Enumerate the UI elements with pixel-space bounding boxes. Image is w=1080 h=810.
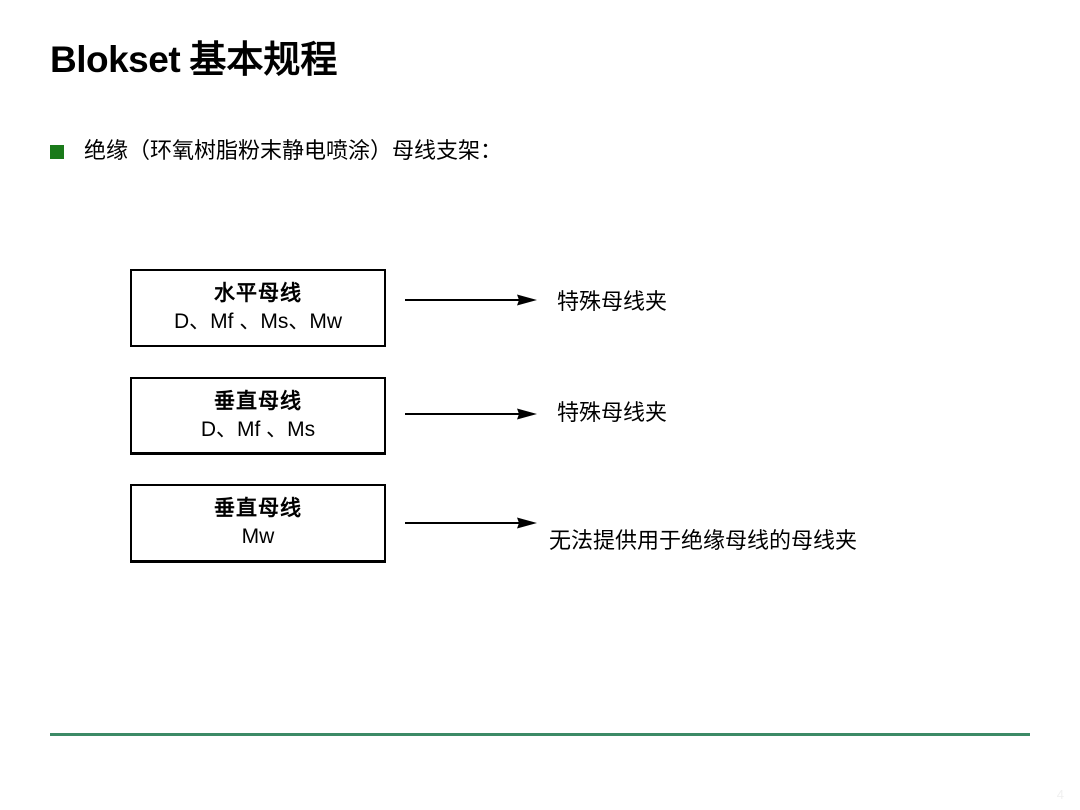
arrow-right-icon: [405, 407, 537, 421]
page-title: Blokset 基本规程: [50, 37, 337, 84]
square-bullet-icon: [50, 145, 64, 159]
footer-divider: [50, 733, 1030, 736]
flow-box-vertical-busbar-mw[interactable]: 垂直母线 Mw: [130, 484, 386, 563]
bullet-item-label: 绝缘（环氧树脂粉末静电喷涂）母线支架：: [84, 138, 503, 163]
flow-box-subtitle: Mw: [241, 525, 275, 548]
flow-label: 特殊母线夹: [557, 289, 668, 314]
flow-label: 特殊母线夹: [557, 400, 668, 425]
flow-box-horizontal-busbar[interactable]: 水平母线 D、Mf 、Ms、Mw: [130, 269, 386, 347]
flow-box-subtitle: D、Mf 、Ms、Mw: [174, 310, 342, 333]
page-title-latin: Blokset: [50, 39, 181, 80]
flow-box-vertical-busbar-dmfms[interactable]: 垂直母线 D、Mf 、Ms: [130, 377, 386, 455]
flow-box-title: 水平母线: [214, 281, 302, 305]
arrow-right-icon: [405, 293, 537, 307]
bullet-item: 绝缘（环氧树脂粉末静电喷涂）母线支架：: [50, 136, 502, 166]
arrow-right-icon: [405, 516, 537, 530]
flow-box-subtitle: D、Mf 、Ms: [200, 417, 316, 441]
flow-box-title: 垂直母线: [214, 388, 302, 413]
flow-label: 无法提供用于绝缘母线的母线夹: [549, 528, 858, 553]
flow-box-title: 垂直母线: [214, 496, 302, 520]
page-title-cjk: 基本规程: [189, 40, 338, 81]
slide-number: 4: [1056, 787, 1064, 802]
